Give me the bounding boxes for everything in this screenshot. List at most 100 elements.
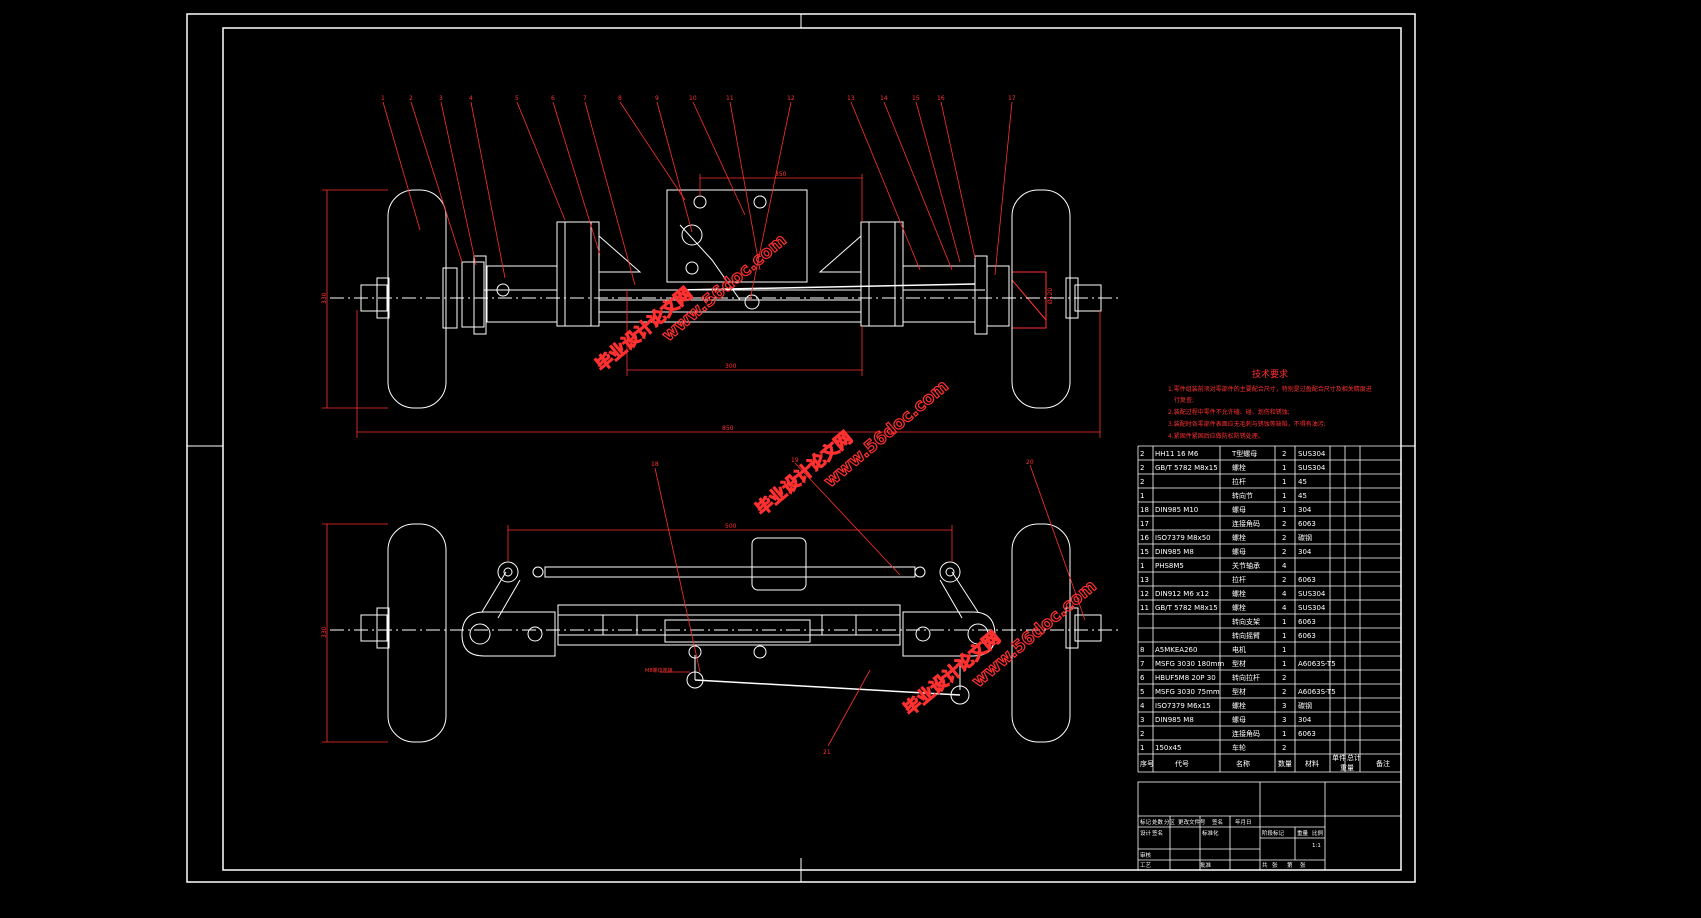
tb-change-doc: 更改文件号 [1178,818,1206,826]
bom-row-20-mat: 6063 [1298,730,1316,738]
dim-top-300: 300 [725,363,737,370]
bom-row-7-mat: 304 [1298,548,1312,556]
bom-row-18-qty: 3 [1282,702,1286,710]
bom-row-9-name: 拉杆 [1232,575,1246,584]
tech-req-line-1: 1.零件组装前须对零部件的主要配合尺寸，特别是过盈配合尺寸及相关精度进 [1168,385,1372,393]
bom-row-15-name: 型材 [1232,659,1246,668]
bom-row-20-qty: 1 [1282,730,1286,738]
motor-body [751,537,807,591]
bottom-view [360,523,1102,743]
callout-15: 15 [912,95,920,102]
bom-row-0-mat: SUS304 [1298,450,1326,458]
bom-row-19-qty: 3 [1282,716,1286,724]
bom-row-14-no: 8 [1140,646,1144,654]
bom-row-14-qty: 1 [1282,646,1286,654]
dim-top-850: 850 [722,425,734,432]
tb-page: 第 [1287,861,1293,869]
bom-row-17-qty: 2 [1282,688,1286,696]
callout-17: 17 [1008,95,1016,102]
callout-8: 8 [618,95,622,102]
bom-row-2-qty: 1 [1282,478,1286,486]
bom-row-0-qty: 2 [1282,450,1286,458]
bom-row-19-name: 螺母 [1232,715,1246,724]
bom-row-12-mat: 6063 [1298,618,1316,626]
tech-req-line-3: 2.装配过程中零件不允许磕、碰、划伤和锈蚀; [1168,408,1290,416]
callout-12: 12 [787,95,795,102]
bom-row-3-name: 转向节 [1232,491,1253,500]
tb-zone: 分区 [1164,818,1176,826]
bom-row-18-mat: 碳钢 [1298,701,1312,710]
bom-row-19-mat: 304 [1298,716,1312,724]
bom-row-15-mat: A6063S-T5 [1298,660,1336,668]
tb-process: 工艺 [1140,862,1152,869]
bom-row-16-qty: 2 [1282,674,1286,682]
tb-sheets: 张 [1272,861,1278,869]
callout-4: 4 [469,95,473,102]
inner-sheet-border [222,27,1402,871]
bom-row-0-name: T型螺母 [1231,449,1257,458]
bom-row-11-name: 螺栓 [1232,603,1246,612]
bom-row-15-no: 7 [1140,660,1144,668]
callout-7: 7 [583,95,587,102]
tb-total: 共 [1262,861,1268,869]
bom-row-8-code: PHS8M5 [1155,562,1184,570]
bom-row-13-qty: 1 [1282,632,1286,640]
bom-row-11-qty: 4 [1282,604,1287,612]
bom-row-13-mat: 6063 [1298,632,1316,640]
tb-review: 审核 [1140,851,1152,859]
callout-5: 5 [515,95,519,102]
bom-row-8-name: 关节轴承 [1232,561,1260,570]
bom-row-2-name: 拉杆 [1232,477,1246,486]
callout-10: 10 [689,95,697,102]
top-callout-labels: 1 2 3 4 5 6 7 8 9 10 11 12 13 14 15 16 1… [381,95,1016,102]
callout-9: 9 [655,95,659,102]
tb-stage-mark: 阶段标记 [1262,829,1285,837]
bom-row-14-code: A5MKEA260 [1155,646,1197,654]
top-view-dimensions [322,174,1101,438]
bom-header-unit: 单件 [1332,753,1346,762]
callout-18: 18 [651,461,659,468]
callout-20: 20 [1026,459,1034,466]
left-wheel-bottom [387,523,447,743]
right-wheel-bottom [1011,523,1071,743]
bom-row-18-name: 螺栓 [1232,701,1246,710]
bom-header-mat: 材料 [1305,759,1319,768]
bom-row-10-mat: SUS304 [1298,590,1326,598]
bom-row-16-code: HBUF5M8 20P 30 [1155,674,1216,682]
bom-row-6-code: ISO7379 M8x50 [1155,534,1211,542]
tech-req-line-5: 4.紧固件紧固后应做防松防锈处理。 [1168,432,1264,440]
title-block-text: 标记 处数 分区 更改文件号 签名 年月日 设计 签名 标准化 阶段标记 重量 … [1140,818,1324,869]
bom-header-remark: 备注 [1376,759,1390,768]
tb-sheets2: 张 [1300,861,1306,869]
bom-row-1-code: GB/T 5782 M8x15 [1155,464,1218,472]
bom-header-total: 总计 [1347,753,1361,762]
dim-top-330: 330 [321,292,328,304]
callout-14: 14 [880,95,888,102]
watermarks: www.56doc.com 毕业设计论文网 www.56doc.com 毕业设计… [591,230,1101,721]
bom-row-5-qty: 2 [1282,520,1286,528]
bom-row-6-qty: 2 [1282,534,1286,542]
bom-row-7-qty: 2 [1282,548,1286,556]
tb-approve: 批准 [1200,861,1212,869]
bom-row-8-qty: 4 [1282,562,1287,570]
left-wheel-top [387,189,447,409]
bom-row-11-no: 11 [1140,604,1149,612]
bom-row-15-code: MSFG 3030 180mm [1155,660,1224,668]
bom-row-7-code: DIN985 M8 [1155,548,1194,556]
bom-row-20-no: 2 [1140,730,1144,738]
technical-requirements: 技术要求 1.零件组装前须对零部件的主要配合尺寸，特别是过盈配合尺寸及相关精度进… [1168,368,1372,440]
bom-row-4-mat: 304 [1298,506,1312,514]
bom-row-11-mat: SUS304 [1298,604,1326,612]
tb-date: 年月日 [1235,818,1252,826]
bom-row-1-qty: 1 [1282,464,1286,472]
bom-header-code: 代号 [1175,759,1189,768]
callout-16: 16 [937,95,945,102]
bom-row-3-qty: 1 [1282,492,1286,500]
bom-row-4-code: DIN985 M10 [1155,506,1198,514]
tb-scale-value: 1:1 [1312,843,1321,849]
bottom-view-dimensions [322,462,1086,747]
bom-row-10-no: 12 [1140,590,1149,598]
tb-mark: 标记 [1140,818,1152,826]
callout-11: 11 [726,95,734,102]
